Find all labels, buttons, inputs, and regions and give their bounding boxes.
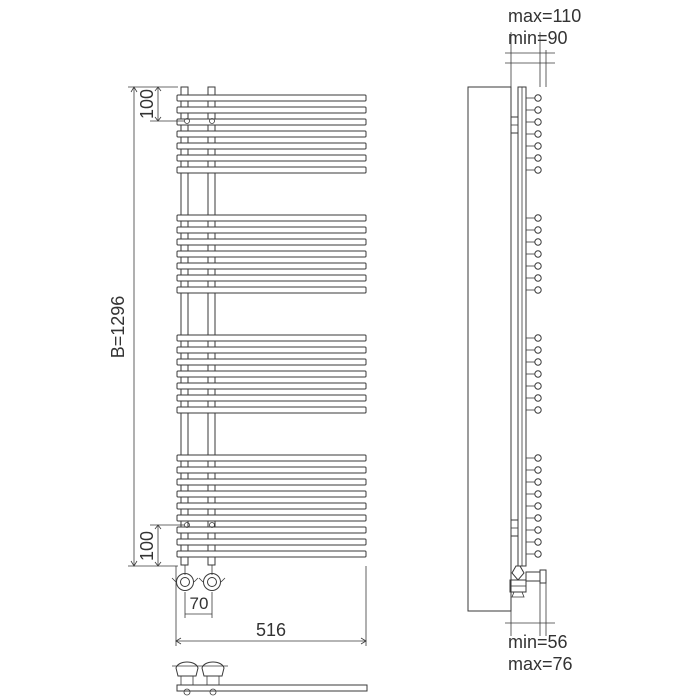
bar-end-profile — [534, 370, 542, 378]
wall — [467, 86, 512, 612]
side-view — [467, 86, 547, 612]
horizontal-bar — [176, 346, 367, 354]
front-view — [171, 86, 367, 591]
horizontal-bar — [176, 106, 367, 114]
bar-end-profile — [534, 514, 542, 522]
horizontal-bar — [176, 490, 367, 498]
horizontal-bar — [176, 238, 367, 246]
bar-end-profile — [534, 118, 542, 126]
bar-end-profile — [534, 502, 542, 510]
horizontal-bar — [176, 466, 367, 474]
horizontal-bar — [176, 538, 367, 546]
horizontal-bar — [176, 214, 367, 222]
bar-end-profile — [534, 166, 542, 174]
horizontal-bar — [176, 394, 367, 402]
top-spacing-label: 100 — [137, 89, 157, 119]
bar-end-profile — [534, 394, 542, 402]
horizontal-bar — [176, 154, 367, 162]
mounting-points — [184, 118, 215, 528]
bar-end-profile — [534, 538, 542, 546]
horizontal-bar — [176, 478, 367, 486]
bar-end-profile — [534, 262, 542, 270]
horizontal-bar — [176, 286, 367, 294]
horizontal-bar — [176, 274, 367, 282]
bar-end-profile — [534, 550, 542, 558]
bar-end-profile — [534, 250, 542, 258]
horizontal-bar — [176, 262, 367, 270]
horizontal-bar — [176, 334, 367, 342]
bar-end-profile — [534, 334, 542, 342]
horizontal-bar — [176, 454, 367, 462]
bar-end-profile — [534, 286, 542, 294]
bar-end-profile — [534, 130, 542, 138]
bar-end-profile — [534, 154, 542, 162]
horizontal-bar — [176, 130, 367, 138]
side-valves — [509, 565, 547, 598]
width-dimension-label: 516 — [256, 620, 286, 640]
horizontal-bar — [176, 502, 367, 510]
front-valves — [171, 565, 226, 591]
vertical-collectors — [180, 86, 216, 566]
horizontal-bar — [176, 550, 367, 558]
horizontal-bar — [176, 370, 367, 378]
bar-end-profile — [534, 94, 542, 102]
horizontal-bar — [176, 118, 367, 126]
horizontal-bar — [176, 526, 367, 534]
horizontal-bar — [176, 226, 367, 234]
bar-end-profile — [534, 238, 542, 246]
horizontal-bar — [176, 406, 367, 414]
bar-end-profile — [534, 346, 542, 354]
horizontal-bar — [176, 514, 367, 522]
depth-min-label: min=56 — [508, 632, 568, 652]
horizontal-bar — [176, 166, 367, 174]
top-view — [172, 661, 368, 696]
horizontal-bar — [176, 94, 367, 102]
bar-end-profile — [534, 274, 542, 282]
bar-end-profile — [534, 382, 542, 390]
side-dimensions: max=110 min=90 min=56 max=76 — [505, 6, 581, 674]
horizontal-bar — [176, 358, 367, 366]
wall-distance-min-label: min=90 — [508, 28, 568, 48]
bar-end-profile — [534, 226, 542, 234]
horizontal-bar — [176, 250, 367, 258]
bar-end-profile — [534, 358, 542, 366]
bar-end-profile — [534, 454, 542, 462]
bar-end-profile — [534, 142, 542, 150]
wall-distance-max-label: max=110 — [508, 6, 581, 26]
bar-end-profile — [534, 526, 542, 534]
height-dimension-label: B=1296 — [108, 296, 128, 359]
bar-end-profile — [534, 106, 542, 114]
depth-max-label: max=76 — [508, 654, 573, 674]
horizontal-bar — [176, 382, 367, 390]
bar-end-profile — [534, 406, 542, 414]
valve-spacing-label: 70 — [190, 594, 209, 613]
front-dimensions: B=1296 100 100 70 516 — [108, 86, 367, 646]
bar-end-profile — [534, 466, 542, 474]
wall-brackets — [511, 116, 519, 537]
horizontal-bar — [176, 142, 367, 150]
bottom-spacing-label: 100 — [137, 531, 157, 561]
bar-end-profile — [534, 490, 542, 498]
horizontal-bars — [176, 94, 367, 558]
bar-end-profile — [534, 478, 542, 486]
side-bar-ends — [526, 94, 542, 558]
bar-end-profile — [534, 214, 542, 222]
